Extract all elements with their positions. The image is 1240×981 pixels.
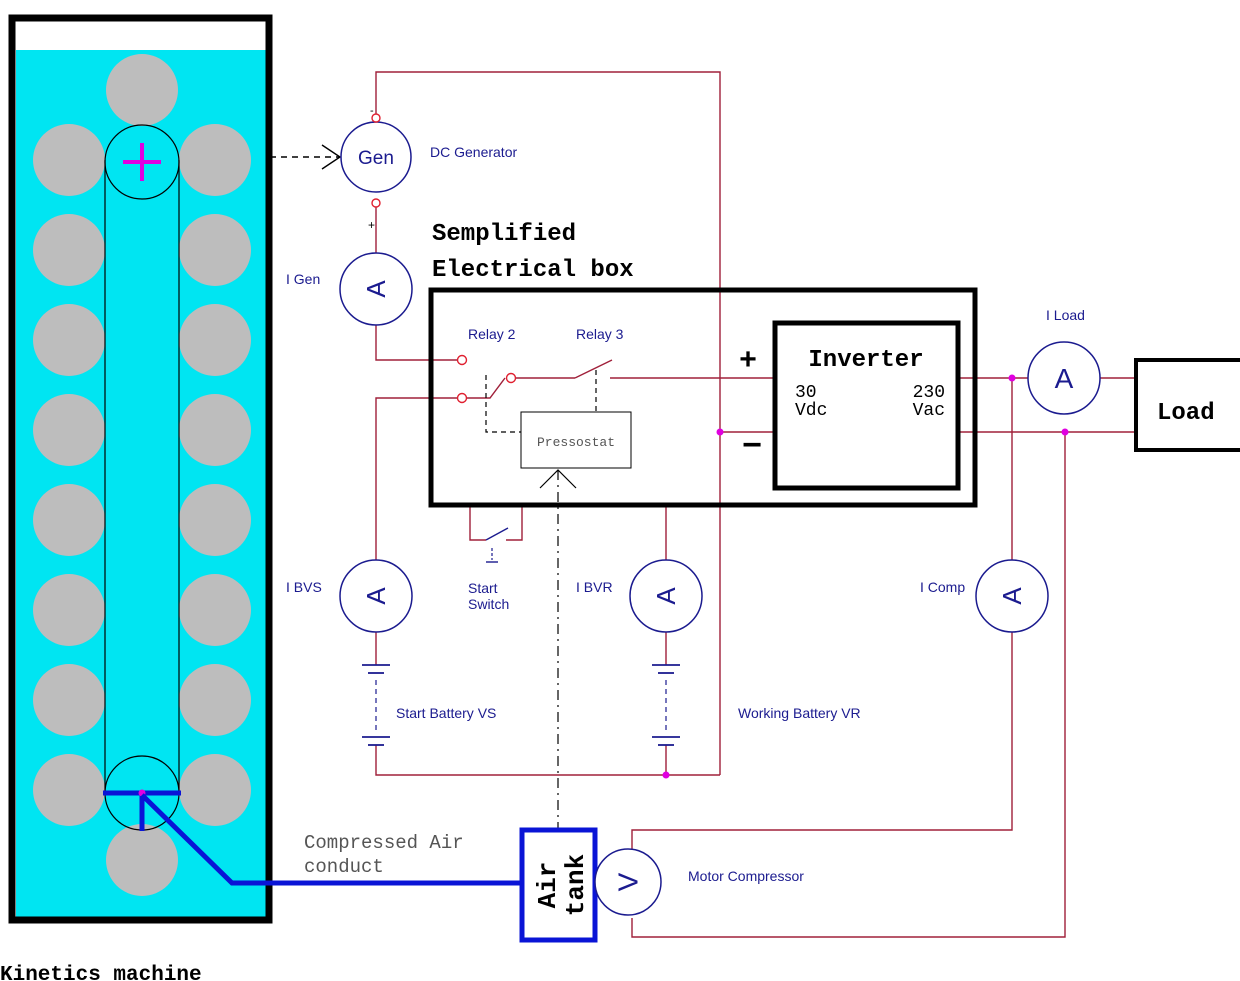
ball [179, 664, 251, 736]
meter-label: I BVR [576, 579, 613, 595]
working-battery: Working Battery VR [652, 664, 861, 746]
ammeter-symbol: A [651, 587, 681, 605]
ball [179, 754, 251, 826]
contact-icon [505, 372, 517, 384]
electrical-box: Semplified Electrical box Relay 2 Relay … [428, 221, 978, 828]
motor-compressor [594, 848, 662, 916]
dc-generator: Gen - + DC Generator [340, 105, 517, 232]
pressostat-label: Pressostat [537, 435, 615, 450]
contact-icon [456, 392, 468, 404]
relay-control [485, 370, 597, 433]
inverter-out-unit: Vac [913, 401, 945, 421]
contact-icon [456, 354, 468, 366]
switch-label-line1: Start [468, 580, 498, 596]
kinetics-machine: Kinetics machine [0, 14, 273, 981]
air-conduct-line2: conduct [304, 856, 384, 878]
relay2-label: Relay 2 [468, 326, 516, 342]
inverter-in-value: 30 [795, 383, 817, 403]
generator-plus: + [368, 218, 375, 232]
top-plus-icon [123, 143, 161, 181]
inverter-title: Inverter [808, 347, 923, 374]
mechanical-link [270, 144, 342, 170]
wiring [375, 71, 1135, 938]
ammeter-symbol: A [1055, 363, 1074, 394]
air-tank-line2: tank [561, 854, 591, 916]
start-switch: Start Switch [468, 527, 509, 612]
meter-i-gen: A I Gen [286, 252, 413, 326]
meter-label: I BVS [286, 579, 322, 595]
ball [179, 214, 251, 286]
ball [106, 54, 178, 126]
ammeter-symbol: A [997, 587, 1027, 605]
meter-label: I Load [1046, 307, 1085, 323]
generator-label: DC Generator [430, 144, 517, 160]
inverter: Inverter 30 Vdc 230 Vac [772, 320, 961, 491]
switch-label-line2: Switch [468, 596, 509, 612]
ball [179, 124, 251, 196]
load-label: Load [1157, 400, 1215, 427]
battery-label: Working Battery VR [738, 705, 861, 721]
battery-label: Start Battery VS [396, 705, 496, 721]
box-title-line2: Electrical box [432, 257, 634, 284]
air-conduct [140, 793, 522, 886]
box-title-line1: Semplified [432, 221, 576, 248]
ball [33, 124, 105, 196]
meter-i-bvr: A I BVR [576, 559, 703, 633]
generator-minus: - [370, 105, 374, 117]
ammeter-symbol: A [361, 587, 391, 605]
dc-plus: + [739, 343, 757, 376]
ball [179, 484, 251, 556]
meter-label: I Gen [286, 271, 320, 287]
ball [106, 824, 178, 896]
ball [179, 394, 251, 466]
ball [179, 574, 251, 646]
relay3-blade [574, 359, 613, 379]
inverter-in-unit: Vdc [795, 401, 827, 421]
inverter-out-value: 230 [913, 383, 945, 403]
ball [33, 304, 105, 376]
terminal-icon [371, 113, 381, 123]
ball [33, 484, 105, 556]
meter-i-load: A I Load [1027, 307, 1101, 415]
meter-i-comp: A I Comp [920, 559, 1049, 633]
start-battery: Start Battery VS [362, 664, 496, 746]
junction-dots [662, 374, 1069, 779]
ball [33, 574, 105, 646]
terminal-icon [371, 198, 381, 208]
ball [179, 304, 251, 376]
top-pulley [104, 124, 180, 200]
dc-minus: − [742, 426, 762, 464]
ball [33, 754, 105, 826]
tank-frame [8, 14, 273, 924]
meter-label: I Comp [920, 579, 965, 595]
air-conduct-line1: Compressed Air [304, 832, 464, 854]
ammeter-symbol: A [361, 280, 391, 298]
ball [33, 394, 105, 466]
load: Load [1134, 358, 1240, 452]
generator-symbol: Gen [358, 148, 394, 169]
air-system: Compressed Air conduct Air tank V Motor … [140, 793, 804, 943]
relay3-label: Relay 3 [576, 326, 624, 342]
meter-i-bvs: A I BVS [286, 559, 413, 633]
air-tank [519, 827, 598, 943]
air-tank-line1: Air [533, 862, 563, 909]
pressostat [520, 411, 632, 469]
ball [33, 214, 105, 286]
motor-symbol: V [613, 872, 644, 891]
motor-label: Motor Compressor [688, 868, 804, 884]
ball [33, 664, 105, 736]
balls [33, 54, 251, 896]
machine-caption: Kinetics machine [0, 964, 202, 981]
